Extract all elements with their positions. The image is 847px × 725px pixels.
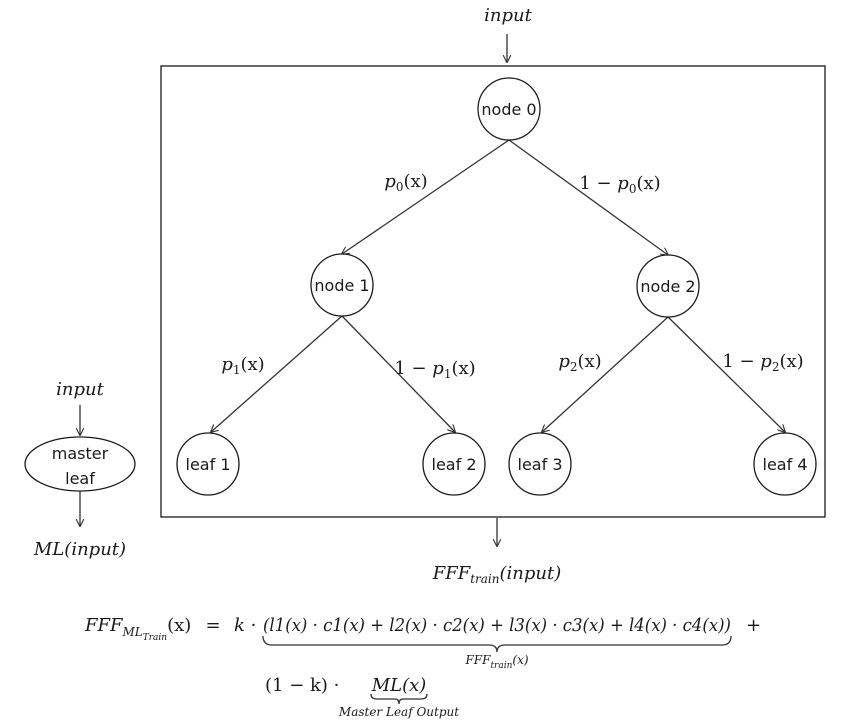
- svg-text:node 0: node 0: [481, 100, 536, 119]
- formula-underbrace-1: [262, 635, 732, 653]
- svg-text:leaf 2: leaf 2: [432, 455, 477, 474]
- svg-text:leaf 4: leaf 4: [763, 455, 808, 474]
- tree-frame: [160, 65, 826, 518]
- node-2: node 2: [636, 254, 700, 318]
- formula-k-dot: k ·: [234, 615, 256, 636]
- edge-label-p0: p0(x): [384, 171, 427, 194]
- edge-node0-node2: [508, 139, 668, 255]
- formula-underbrace-2-label: Master Leaf Output: [338, 705, 459, 719]
- edge-node0-node1: [342, 139, 510, 254]
- svg-text:leaf 1: leaf 1: [186, 455, 231, 474]
- formula-ml: ML(x): [371, 675, 427, 696]
- formula-coef2: (1 − k) ·: [265, 675, 339, 696]
- formula-lhs: FFFMLTrain(x): [84, 615, 191, 643]
- edge-node2-leaf4: [667, 316, 785, 432]
- edge-node1-leaf2: [341, 315, 455, 432]
- formula-underbrace-2: [370, 693, 428, 705]
- svg-text:master: master: [52, 444, 109, 463]
- edge-label-q2: 1 − p2(x): [722, 351, 803, 374]
- formula-sum: (l1(x) · c1(x) + l2(x) · c2(x) + l3(x) ·…: [263, 615, 731, 636]
- leaf-1: leaf 1: [176, 432, 240, 496]
- svg-text:node 1: node 1: [314, 276, 369, 295]
- edge-node1-leaf1: [211, 315, 343, 432]
- formula-equals: =: [205, 615, 220, 636]
- edge-label-p2: p2(x): [558, 351, 601, 374]
- formula-plus: +: [746, 615, 761, 636]
- node-1: node 1: [310, 253, 374, 317]
- svg-text:node 2: node 2: [640, 277, 695, 296]
- node-0: node 0: [477, 77, 541, 141]
- master-leaf-node: master leaf: [24, 436, 136, 492]
- edge-label-p1: p1(x): [221, 354, 264, 377]
- leaf-4: leaf 4: [753, 432, 817, 496]
- edge-label-q0: 1 − p0(x): [579, 173, 660, 196]
- formula-underbrace-1-label: FFFtrain(x): [464, 653, 528, 671]
- fff-train-output-label: FFFtrain(input): [432, 563, 562, 586]
- leaf-3: leaf 3: [508, 432, 572, 496]
- master-input-label: input: [56, 379, 104, 400]
- svg-text:leaf: leaf: [65, 469, 95, 488]
- svg-text:leaf 3: leaf 3: [518, 455, 563, 474]
- top-input-label: input: [484, 5, 532, 26]
- master-output-label: ML(input): [33, 539, 126, 560]
- leaf-2: leaf 2: [422, 432, 486, 496]
- edge-node2-leaf3: [542, 316, 669, 432]
- edge-label-q1: 1 − p1(x): [394, 358, 475, 381]
